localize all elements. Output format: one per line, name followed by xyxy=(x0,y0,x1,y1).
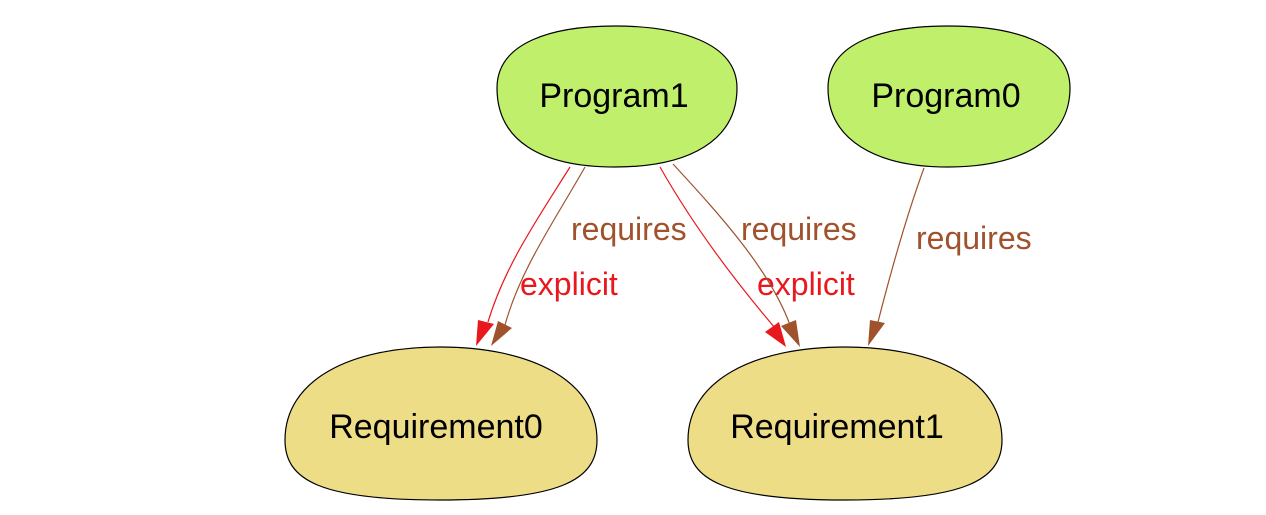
node-requirement1[interactable]: Requirement1 xyxy=(687,346,1003,501)
edge-arrowhead xyxy=(765,322,786,347)
edge-program1-requirement0-explicit: explicit xyxy=(476,166,618,346)
node-shape xyxy=(284,346,598,501)
edge-line xyxy=(659,166,776,329)
edge-program1-requirement0-requires: requires xyxy=(491,166,687,346)
node-label: Requirement1 xyxy=(730,408,944,446)
edge-label-explicit: explicit xyxy=(757,266,855,302)
node-shape xyxy=(496,25,738,168)
edge-program1-requirement1-explicit: explicit xyxy=(659,166,855,347)
node-label: Requirement0 xyxy=(329,408,543,446)
edge-line xyxy=(672,163,791,326)
edge-arrowhead xyxy=(868,320,885,346)
edge-arrowhead xyxy=(476,320,494,346)
edge-line xyxy=(504,166,586,326)
edge-arrowhead xyxy=(781,320,800,347)
edge-label-requires: requires xyxy=(916,220,1032,256)
node-shape xyxy=(827,25,1071,168)
node-program1[interactable]: Program1 xyxy=(496,25,738,168)
edge-program0-requirement1-requires: requires xyxy=(868,167,1032,346)
edge-label-explicit: explicit xyxy=(520,266,618,302)
edge-arrowhead xyxy=(491,321,512,346)
node-program0[interactable]: Program0 xyxy=(827,25,1071,168)
edge-program1-requirement1-requires: requires xyxy=(672,163,857,347)
node-label: Program1 xyxy=(539,77,688,115)
edge-label-requires: requires xyxy=(571,211,687,247)
edge-line xyxy=(487,166,571,323)
node-requirement0[interactable]: Requirement0 xyxy=(284,346,598,501)
node-label: Program0 xyxy=(871,77,1020,115)
node-shape xyxy=(687,346,1003,501)
edge-label-requires: requires xyxy=(741,211,857,247)
edge-line xyxy=(877,167,925,323)
